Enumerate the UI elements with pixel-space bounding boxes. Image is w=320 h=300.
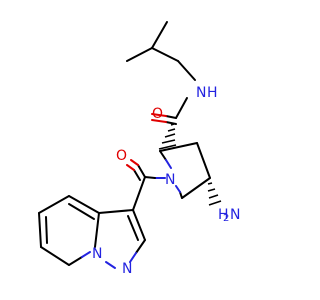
bond-methyl-2 bbox=[151, 47, 179, 62]
bond-carbonyl-o-black bbox=[165, 115, 177, 119]
bond-c3-c3a bbox=[98, 209, 134, 214]
bond-nn bbox=[105, 261, 116, 269]
bond-c7-n-black bbox=[68, 256, 83, 266]
bond-n-carbonyl bbox=[175, 97, 188, 119]
stereo-hash-amino bbox=[207, 182, 222, 206]
bond-c5-c6 bbox=[38, 212, 42, 248]
bond-acyl-o-red bbox=[130, 159, 139, 166]
bond-carbonyl-o-red-2 bbox=[151, 119, 167, 123]
bond-c3a-c4-double bbox=[68, 203, 95, 220]
bond-c3a-c4 bbox=[68, 195, 100, 214]
bond-isopropyl-n bbox=[177, 60, 196, 81]
atom-amide-h: H bbox=[207, 85, 218, 101]
bond-methine bbox=[151, 21, 168, 49]
bond-methyl-1 bbox=[126, 47, 153, 62]
bond-c3a-n7a bbox=[94, 212, 100, 248]
bond-carbonyl-o-red bbox=[151, 113, 167, 117]
bond-c3-c2-double bbox=[127, 215, 139, 241]
atom-bridge-n: N bbox=[92, 246, 102, 262]
bond-acyl-pyrazole bbox=[132, 176, 146, 211]
atom-ring-n: N bbox=[165, 172, 175, 188]
bond-acyl-o-black bbox=[137, 164, 146, 178]
atom-amino-sub: 2 bbox=[223, 213, 229, 224]
bond-ring-c4-c5 bbox=[181, 177, 211, 199]
bond-ring-c5-n-blue bbox=[175, 185, 181, 193]
bond-c3-c2 bbox=[132, 209, 146, 241]
bond-c2-n-black bbox=[135, 239, 146, 254]
bond-ring-c2-n-blue bbox=[165, 159, 172, 169]
bond-c2-n-blue bbox=[129, 252, 137, 263]
bond-c4-c5 bbox=[38, 195, 70, 214]
bond-c7-n-blue bbox=[81, 251, 91, 258]
bond-ring-c5-n-black bbox=[179, 191, 183, 199]
atom-amino-n: N bbox=[230, 207, 240, 223]
atom-pyrazole-n: N bbox=[122, 261, 132, 277]
bond-n-acyl-black bbox=[144, 176, 156, 179]
bond-ring-c3-c4 bbox=[196, 142, 211, 179]
stereo-hash-alpha bbox=[158, 123, 177, 150]
bond-carbonyl-o-black-2 bbox=[165, 121, 177, 125]
atom-amino-h: H bbox=[218, 207, 229, 223]
bond-c5-c6-double bbox=[45, 216, 48, 244]
atom-amide-o: O bbox=[152, 106, 163, 122]
atom-amide-n: N bbox=[196, 85, 206, 101]
bond-ring-c2-n-black bbox=[159, 150, 167, 161]
molecule-diagram: N H O O N H 2 N N N bbox=[38, 21, 240, 277]
molecule-structure: N H O O N H 2 N N N bbox=[38, 21, 240, 277]
bond-acyl-o-black-2 bbox=[133, 169, 141, 181]
bond-c6-c7 bbox=[40, 246, 70, 266]
bond-ring-c2-c3 bbox=[159, 142, 198, 152]
bond-acyl-o-red-2 bbox=[126, 164, 135, 171]
atom-acyl-o: O bbox=[116, 148, 127, 164]
